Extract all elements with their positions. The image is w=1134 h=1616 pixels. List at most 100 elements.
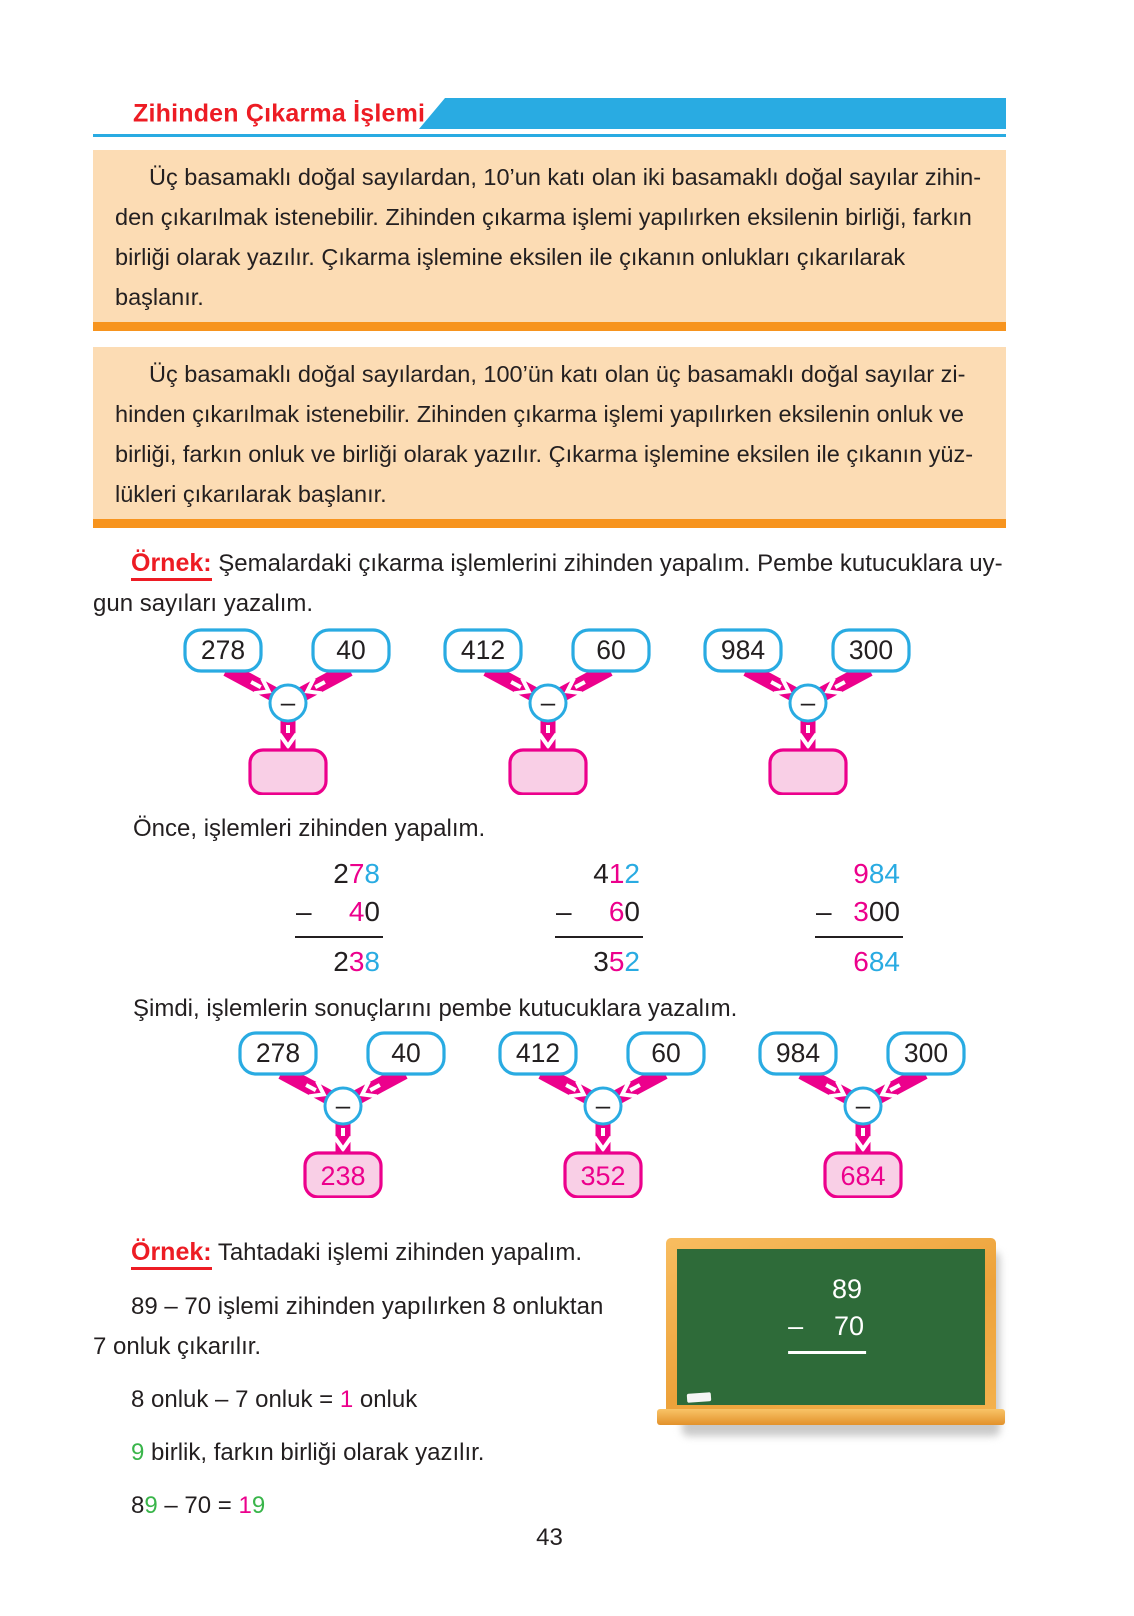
example2-text: Örnek: Tahtadaki işlemi zihinden yapalım… [93,1232,666,1526]
arrow-down-head-icon [852,1135,874,1153]
column-op-cell: 278 – 40 238 [203,855,413,981]
chalkboard-operation: 89 – 70 [788,1271,867,1354]
minuend: 278 [333,858,380,889]
minuend-box [703,628,783,673]
minuend-box [498,1031,578,1076]
subtrahend-value: 60 [651,1038,680,1068]
minuend-box [183,628,263,673]
minus-icon: – [596,1090,611,1120]
minuend-box [238,1031,318,1076]
subtrahend-box [311,628,391,673]
minuend-value: 412 [461,635,505,665]
arrow-left-head-icon [828,1080,847,1099]
subtrahend-row: – 60 [555,893,643,938]
operator-circle [528,683,568,723]
subtrahend-row: – 70 [788,1308,867,1354]
subtraction-scheme: 278 40 – 238 [238,1031,448,1198]
arrow-left-head-icon [308,1080,327,1099]
arrow-left-shaft [510,680,522,689]
page-title: Zihinden Çıkarma İşlemi [133,99,426,127]
example2-step3: 89 – 70 = 19 [131,1492,266,1519]
info-box-tens: Üç basamaklı doğal sayılardan, 10’un kat… [93,150,1006,331]
subtrahend: 300 [853,896,900,927]
subtrahend-value: 300 [849,635,893,665]
subtrahend-value: 60 [596,635,625,665]
minus-sign: – [816,896,832,927]
difference: 352 [593,946,640,977]
subtrahend-box [831,628,911,673]
example2-step2: 9 birlik, farkın birliği olarak yazılır. [131,1439,485,1466]
arrow-right-shaft [629,1083,641,1092]
arrow-left-shaft [825,1083,837,1092]
subtrahend: 70 [834,1311,865,1341]
schemes-row-solved: 278 40 – 238 412 60 – 352 [93,1031,1006,1198]
result-box [248,748,328,795]
minuend-value: 984 [776,1038,820,1068]
scheme-svg: 984 300 – [703,628,911,795]
minus-icon: – [856,1090,871,1120]
subtraction-scheme: 278 40 – [183,628,393,795]
arrow-right-head-icon [564,677,583,696]
subtrahend: 60 [608,896,640,927]
scheme-svg: 412 60 – [443,628,651,795]
column-subtraction: 278 – 40 238 [295,855,383,981]
arrow-left-shaft [565,1083,577,1092]
info-box-text: Üç basamaklı doğal sayılardan, 100’ün ka… [115,361,974,507]
arrow-down-head-icon [277,732,299,750]
scheme-svg: 278 40 – [183,628,391,795]
minus-sign: – [296,896,312,927]
column-op-cell: 984 – 300 684 [723,855,933,981]
arrow-right-shaft [889,1083,901,1092]
subtrahend-row: – 300 [815,893,903,938]
subtraction-scheme: 412 60 – 352 [498,1031,708,1198]
arrow-down-head-icon [537,732,559,750]
result-value: 238 [320,1161,365,1191]
note-results: Şimdi, işlemlerin sonuçlarını pembe kutu… [133,995,738,1022]
chalkboard-frame: 89 – 70 [656,1238,1005,1425]
result-box [563,1151,643,1198]
header-blue-band [419,98,1006,129]
subtrahend: 40 [348,896,380,927]
arrow-right-head-icon [304,677,323,696]
arrow-left-head-icon [513,677,532,696]
subtraction-scheme: 984 300 – 684 [758,1031,968,1198]
result-box [508,748,588,795]
arrow-right-head-icon [879,1080,898,1099]
subtrahend-box [886,1031,966,1076]
operator-circle [323,1086,363,1126]
arrow-down-head-icon [592,1135,614,1153]
scheme-svg: 984 300 – 684 [758,1031,966,1198]
note-mental: Önce, işlemleri zihinden yapalım. [133,815,486,842]
difference: 238 [333,946,380,977]
operator-circle [268,683,308,723]
arrow-right-shaft [314,680,326,689]
example2-paragraph: 89 – 70 işlemi zihinden yapılırken 8 onl… [93,1293,604,1360]
subtrahend-row: – 40 [295,893,383,938]
minus-sign: – [788,1311,804,1341]
arrow-right-shaft [834,680,846,689]
chalkboard-surface: 89 – 70 [676,1249,985,1405]
minus-icon: – [281,687,296,717]
minuend: 984 [853,858,900,889]
arrow-right-shaft [369,1083,381,1092]
subtrahend-box [571,628,651,673]
operator-circle [843,1086,883,1126]
subtrahend-value: 40 [336,635,365,665]
operator-circle [583,1086,623,1126]
arrow-left-shaft [305,1083,317,1092]
arrow-left-head-icon [773,677,792,696]
result-value: 352 [580,1161,625,1191]
schemes-row-unsolved: 278 40 – 412 60 – [93,628,1006,795]
info-box-hundreds: Üç basamaklı doğal sayılardan, 100’ün ka… [93,347,1006,528]
chalk-piece [686,1392,712,1403]
arrow-left-head-icon [568,1080,587,1099]
subtrahend-box [626,1031,706,1076]
minuend-value: 984 [721,635,765,665]
arrow-down-head-icon [332,1135,354,1153]
scheme-svg: 412 60 – 352 [498,1031,706,1198]
example1-text-line1: Şemalardaki çıkarma işlemlerini zihinden… [218,550,1003,577]
subtraction-scheme: 984 300 – [703,628,913,795]
minus-icon: – [336,1090,351,1120]
header-rule [93,134,1006,137]
minuend-value: 278 [256,1038,300,1068]
